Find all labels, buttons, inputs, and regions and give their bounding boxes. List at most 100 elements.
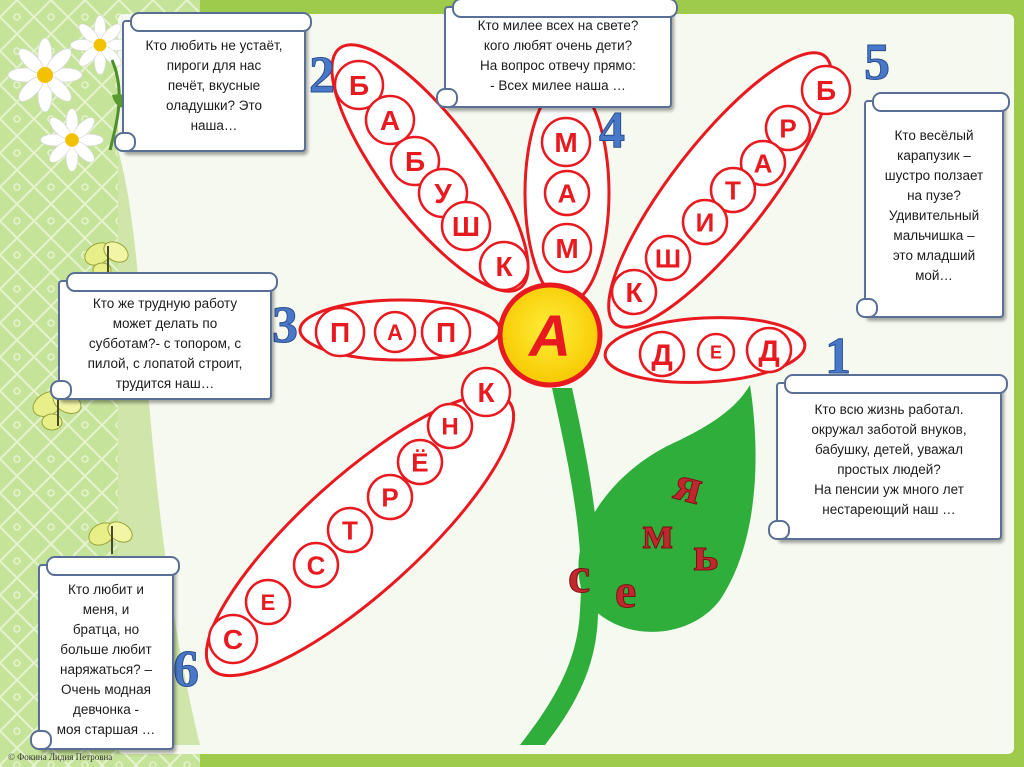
riddle-text: Кто милее всех на свете? кого любят очен… (477, 18, 639, 93)
petal-letter: Т (342, 515, 358, 545)
scroll-curl (66, 272, 278, 292)
petal-letter: Р (779, 113, 796, 143)
scroll-curl (114, 132, 136, 152)
scroll-curl (872, 92, 1010, 112)
letter-circle[interactable] (739, 139, 787, 187)
letter-circle[interactable] (745, 326, 793, 374)
letter-circle[interactable] (207, 613, 259, 665)
riddle-card-babushka: Кто любить не устаёт, пироги для нас печ… (114, 12, 312, 152)
petal-letter: Н (441, 414, 458, 441)
scroll-curl (46, 556, 180, 576)
letter-circle[interactable] (764, 104, 812, 152)
petal-letter: А (387, 320, 403, 345)
petal-letter: Т (725, 175, 741, 205)
petal-letter: А (380, 105, 400, 136)
riddle-card-mama: Кто милее всех на свете? кого любят очен… (436, 0, 678, 108)
letter-circle[interactable] (426, 402, 474, 450)
letter-circle[interactable] (800, 64, 852, 116)
letter-circle[interactable] (709, 166, 757, 214)
letter-circle[interactable] (638, 330, 686, 378)
petal-letter: Д (758, 335, 779, 368)
daisy-decoration (7, 15, 132, 172)
petal-number: 6 (173, 641, 199, 698)
flower-leaf (578, 385, 756, 632)
petal-letter: Б (349, 70, 369, 101)
petal-letter: К (495, 251, 513, 282)
petal-number: 3 (272, 297, 298, 354)
letter-circle[interactable] (389, 135, 441, 187)
petal-3: П А П 3 (272, 297, 502, 362)
riddle-text: Кто всю жизнь работал. окружал заботой в… (811, 402, 967, 517)
letter-circle[interactable] (333, 59, 385, 111)
petal-letter: Ё (411, 447, 428, 477)
letter-circle[interactable] (460, 366, 512, 418)
letter-circle[interactable] (373, 310, 417, 354)
petal-letter: П (330, 317, 350, 348)
petal-letter: С (223, 624, 243, 655)
letter-circle[interactable] (541, 222, 593, 274)
author-credit: © Фокина Лидия Петровна (8, 752, 113, 762)
petal-letter: Б (816, 75, 836, 106)
petal-letter: К (625, 277, 643, 308)
petal-letter: К (477, 377, 495, 408)
letter-circle[interactable] (292, 541, 340, 589)
riddle-text: Кто любить не устаёт, пироги для нас печ… (145, 38, 283, 133)
petal-letter: Е (710, 342, 722, 362)
letter-circle[interactable] (681, 198, 729, 246)
riddle-text: Кто же трудную работу может делать по су… (87, 296, 243, 391)
letter-circle[interactable] (364, 94, 416, 146)
riddle-card-brat: Кто весёлый карапузик – шустро ползает н… (856, 92, 1010, 318)
letter-circle[interactable] (610, 268, 658, 316)
petal-letter: У (434, 178, 452, 209)
letter-circle[interactable] (696, 332, 736, 372)
petal-letter: П (436, 317, 456, 348)
flower-stem (520, 388, 600, 745)
petal-letter: М (555, 233, 578, 264)
scroll-curl (130, 12, 312, 32)
letter-circle[interactable] (396, 438, 444, 486)
petal-number: 5 (864, 34, 890, 91)
letter-circle[interactable] (366, 473, 414, 521)
letter-circle[interactable] (543, 169, 591, 217)
letter-circle[interactable] (540, 116, 592, 168)
petal-letter: С (307, 550, 326, 580)
letter-circle[interactable] (326, 506, 374, 554)
scroll-curl (452, 0, 678, 18)
petal-letter: И (696, 207, 715, 237)
scroll-curl (856, 298, 878, 318)
scroll-curl (50, 380, 72, 400)
scroll-curl (768, 520, 790, 540)
stem-word-letter: м (642, 507, 673, 558)
petal-number: 4 (599, 102, 625, 159)
petal-letter: Ш (655, 243, 681, 273)
letter-circle[interactable] (440, 200, 492, 252)
stem-word-letter: с (568, 547, 590, 603)
stem-word-letter: ь (693, 528, 718, 581)
letter-circle[interactable] (478, 240, 530, 292)
letter-circle[interactable] (314, 306, 366, 358)
petal-letter: А (754, 148, 773, 178)
letter-circle[interactable] (244, 578, 292, 626)
scroll-curl (784, 374, 1008, 394)
petal-letter: Р (381, 482, 398, 512)
letter-circle[interactable] (644, 234, 692, 282)
scroll-curl (436, 88, 458, 108)
riddle-text: Кто любит и меня, и братца, но больше лю… (56, 582, 156, 737)
riddle-card-ded: Кто всю жизнь работал. окружал заботой в… (768, 374, 1008, 540)
center-letter: А (527, 304, 571, 369)
stem-word-letter: е (615, 565, 636, 618)
riddle-card-sestra: Кто любит и меня, и братца, но больше лю… (30, 556, 180, 750)
riddle-text: Кто весёлый карапузик – шустро ползает н… (884, 128, 984, 283)
letter-circle[interactable] (420, 306, 472, 358)
scroll-curl (30, 730, 52, 750)
petal-letter: Б (405, 146, 425, 177)
flower-center: А (497, 282, 603, 388)
petal-letter: Д (651, 339, 672, 372)
petal-letter: А (558, 178, 577, 208)
petal-letter: Ш (452, 211, 480, 242)
petal-number: 2 (309, 47, 335, 104)
